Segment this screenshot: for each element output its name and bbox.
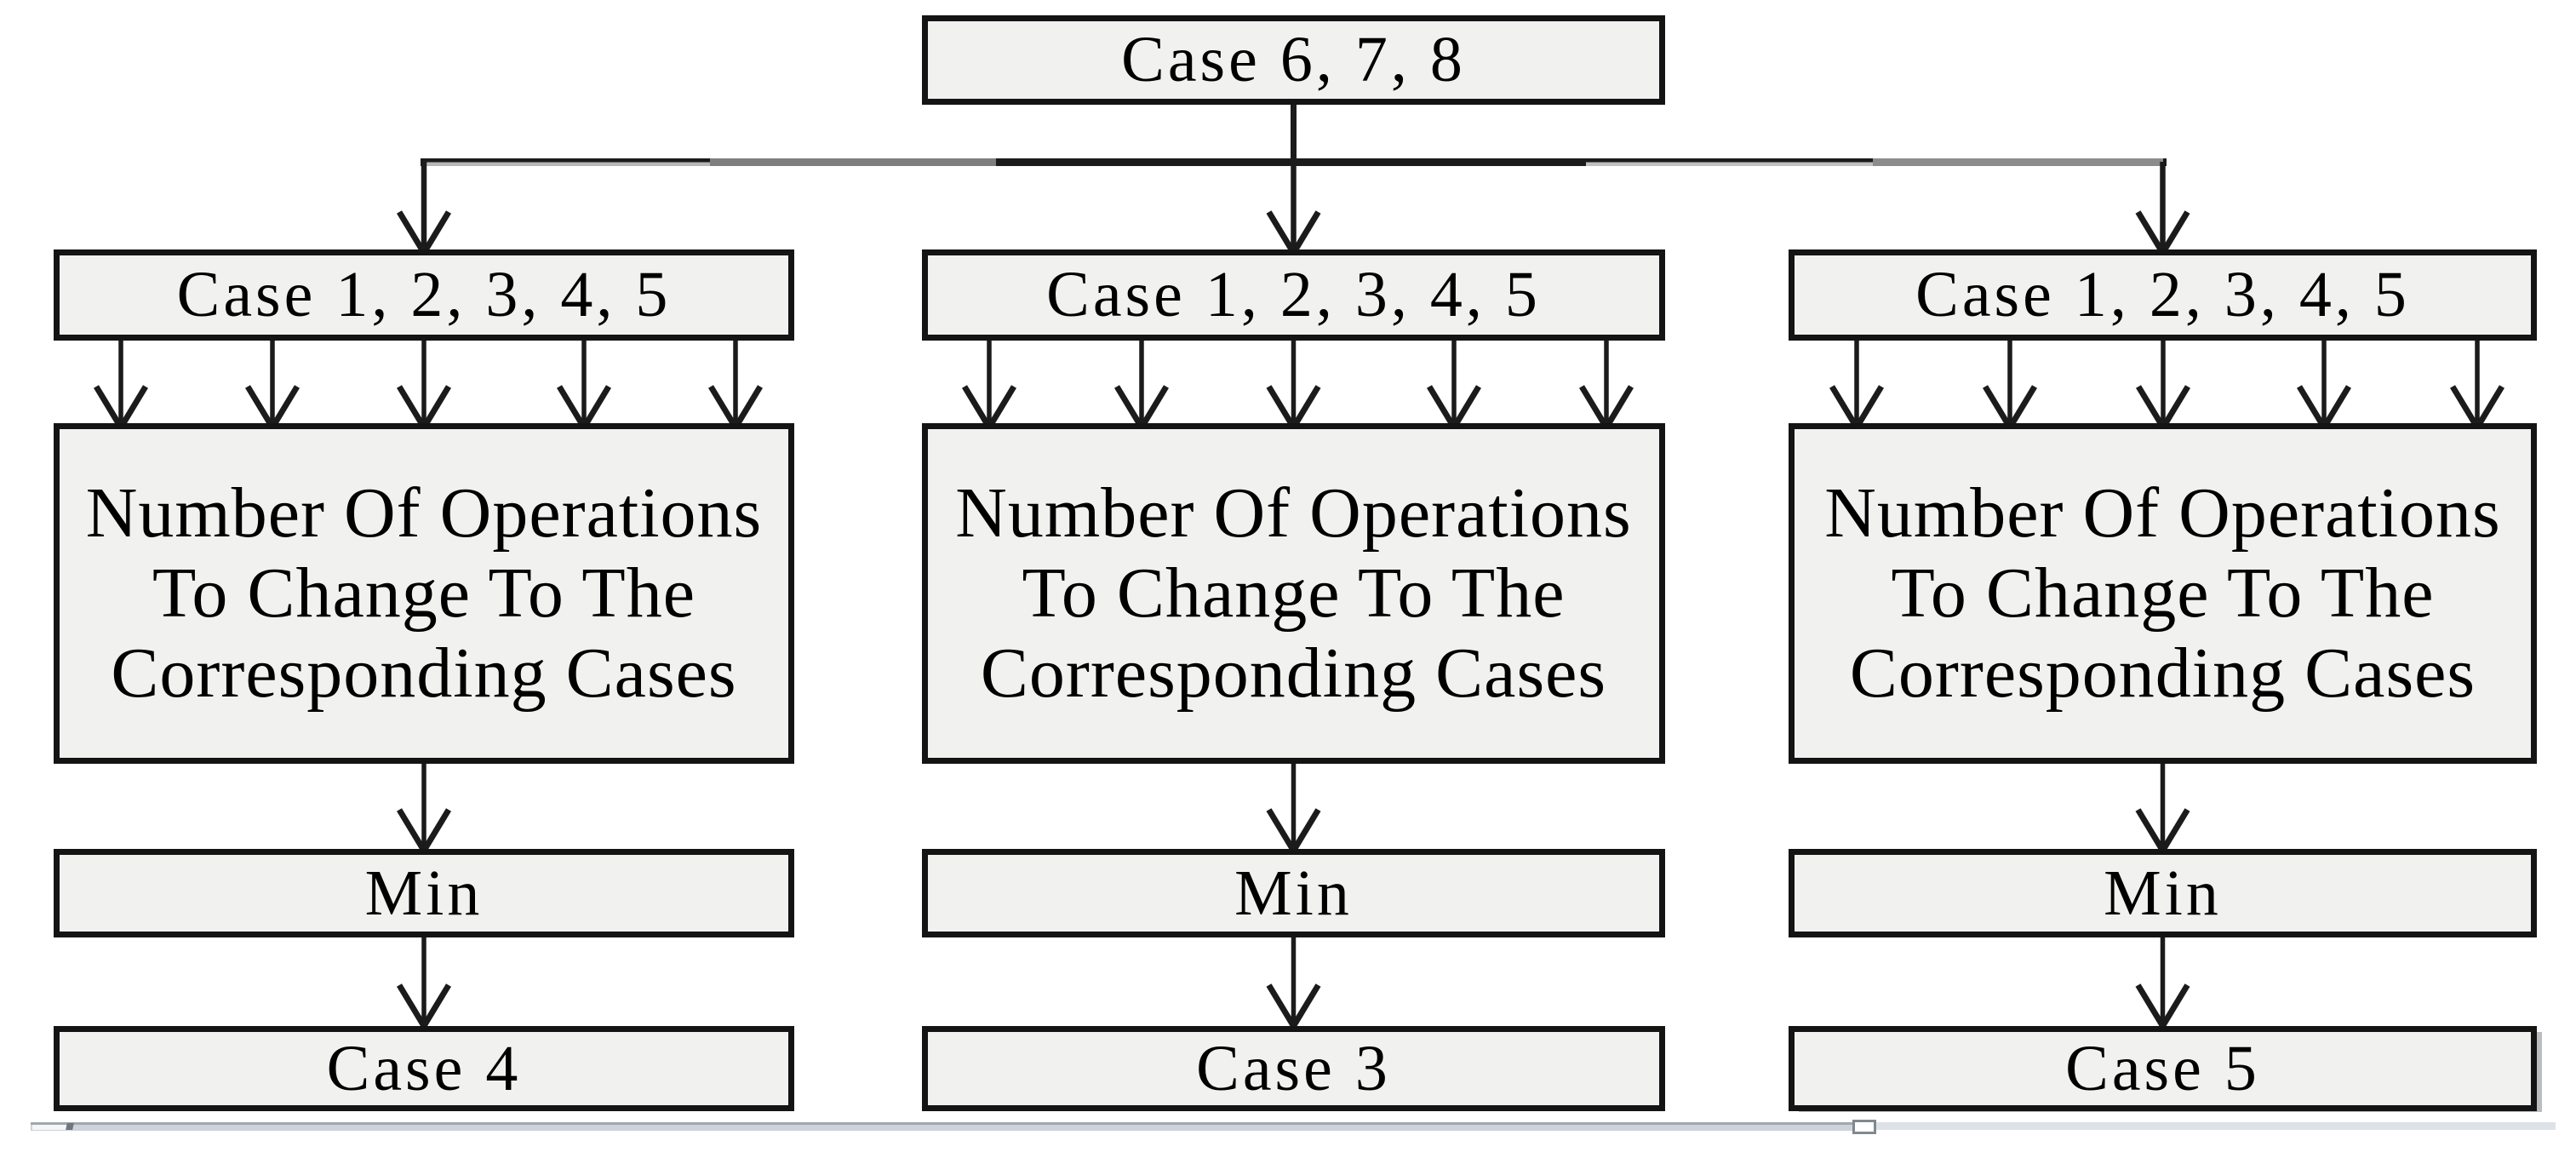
- root-case-box: Case 6, 7, 8: [922, 15, 1665, 105]
- result-label: Case 4: [326, 1032, 522, 1104]
- min-label: Min: [364, 857, 484, 929]
- operations-line: To Change To The: [1022, 553, 1566, 633]
- min-label: Min: [1234, 857, 1353, 929]
- scrollbar-resize-nub-icon[interactable]: [66, 1123, 74, 1130]
- operations-box: Number Of Operations To Change To The Co…: [54, 423, 794, 764]
- horizontal-scrollbar-track[interactable]: [1876, 1122, 2556, 1130]
- min-box: Min: [54, 849, 794, 937]
- case-sources-box: Case 1, 2, 3, 4, 5: [54, 249, 794, 341]
- horizontal-scrollbar-thumb[interactable]: [32, 1125, 66, 1130]
- pipeline-column-middle: Case 1, 2, 3, 4, 5 Number Of Operations …: [922, 0, 1665, 1158]
- case-sources-box: Case 1, 2, 3, 4, 5: [922, 249, 1665, 341]
- result-label: Case 5: [2065, 1032, 2260, 1104]
- operations-label: Number Of Operations To Change To The Co…: [955, 473, 1631, 714]
- operations-line: To Change To The: [152, 553, 696, 633]
- horizontal-scrollbar-track[interactable]: [31, 1122, 1852, 1131]
- operations-line: Number Of Operations: [85, 473, 763, 553]
- result-box: Case 5: [1789, 1026, 2537, 1111]
- result-label: Case 3: [1196, 1032, 1391, 1104]
- case-sources-box: Case 1, 2, 3, 4, 5: [1789, 249, 2537, 341]
- operations-line: Number Of Operations: [1824, 473, 2501, 553]
- pipeline-column-right: Case 1, 2, 3, 4, 5 Number Of Operations …: [1789, 0, 2537, 1158]
- result-box: Case 4: [54, 1026, 794, 1111]
- min-box: Min: [1789, 849, 2537, 937]
- operations-line: Corresponding Cases: [1849, 633, 2476, 713]
- operations-line: Corresponding Cases: [980, 633, 1607, 713]
- operations-line: Corresponding Cases: [111, 633, 737, 713]
- operations-box: Number Of Operations To Change To The Co…: [1789, 423, 2537, 764]
- root-case-label: Case 6, 7, 8: [1121, 24, 1466, 95]
- result-box: Case 3: [922, 1026, 1665, 1111]
- operations-line: To Change To The: [1891, 553, 2435, 633]
- operations-label: Number Of Operations To Change To The Co…: [1824, 473, 2500, 714]
- operations-box: Number Of Operations To Change To The Co…: [922, 423, 1665, 764]
- scrollbar-split-button[interactable]: [1852, 1120, 1876, 1134]
- operations-label: Number Of Operations To Change To The Co…: [86, 473, 762, 714]
- operations-line: Number Of Operations: [955, 473, 1632, 553]
- case-sources-label: Case 1, 2, 3, 4, 5: [176, 259, 672, 330]
- min-label: Min: [2104, 857, 2222, 929]
- min-box: Min: [922, 849, 1665, 937]
- case-sources-label: Case 1, 2, 3, 4, 5: [1046, 259, 1541, 330]
- case-sources-label: Case 1, 2, 3, 4, 5: [1915, 259, 2410, 330]
- pipeline-column-left: Case 1, 2, 3, 4, 5 Number Of Operations …: [54, 0, 794, 1158]
